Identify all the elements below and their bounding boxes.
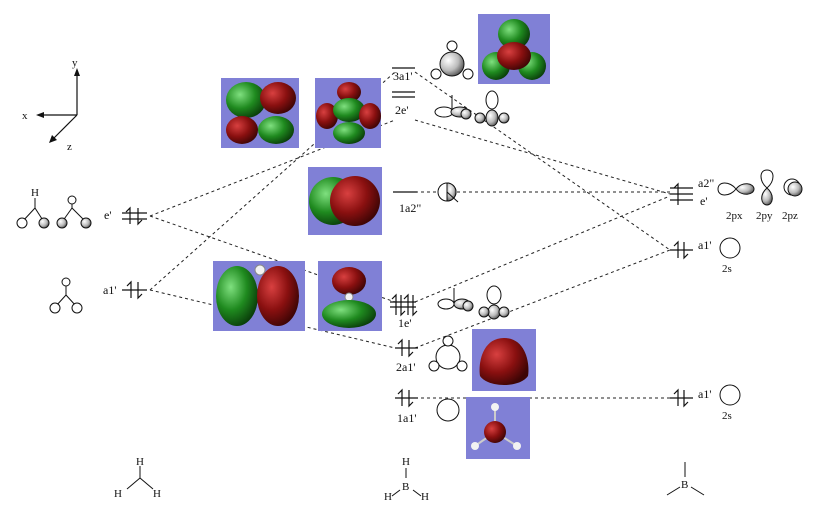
svg-text:H: H: [153, 488, 161, 500]
right-level-a2-label: a2": [698, 176, 714, 190]
orbital-render-2a1: [472, 329, 536, 391]
bh3-3a1-sketch-icon: [430, 40, 474, 80]
2s-upper-orbital-icon: [719, 237, 741, 259]
2s-lower-orbital-icon: [719, 384, 741, 406]
line-3a1-a1: [414, 71, 671, 251]
left-level-e-label: e': [104, 208, 112, 222]
orbital-render-1e-a: [213, 261, 305, 331]
bh3-2e-sketch-icon: [434, 90, 510, 127]
center-level-2e-label: 2e': [395, 103, 409, 117]
right-fragment: a2" e' a1' a1' 2px 2py 2pz 2s: [670, 169, 803, 422]
line-e-2e: [149, 119, 396, 217]
center-level-2a1-label: 2a1': [396, 360, 416, 374]
orbital-render-2e-a: [221, 78, 299, 148]
center-orbital-sketches: [428, 40, 510, 422]
svg-text:H: H: [136, 456, 144, 468]
h3-molecule: H H H: [114, 456, 161, 500]
orbital-render-2e-b: [315, 78, 381, 148]
line-a1-3a1: [149, 71, 396, 291]
2px-orbital-icon: [717, 182, 755, 196]
orbital-render-3a1: [478, 14, 550, 84]
left-fragment: e' a1' H: [16, 187, 147, 314]
svg-text:H: H: [384, 491, 392, 503]
bh3-2a1-sketch-icon: [428, 335, 468, 372]
svg-text:H: H: [114, 488, 122, 500]
right-level-e-label: e': [700, 194, 708, 208]
center-level-3a1-label: 3a1': [393, 69, 413, 83]
svg-text:B: B: [681, 479, 688, 491]
label-2py: 2py: [756, 210, 773, 222]
center-level-1a1-label: 1a1': [397, 411, 417, 425]
axis-z-label: z: [67, 141, 72, 153]
left-level-a1-label: a1': [103, 283, 117, 297]
h3-a1-orbital-icon: [49, 277, 83, 314]
2py-orbital-icon: [760, 169, 774, 206]
bh3-1a1-sketch-icon: [436, 398, 460, 422]
axes-icon: y x z: [22, 57, 80, 153]
svg-text:H: H: [31, 187, 39, 199]
line-2a1-a1: [414, 249, 671, 349]
axis-y-label: y: [72, 57, 78, 69]
svg-text:H: H: [402, 456, 410, 468]
center-level-1e-label: 1e': [398, 316, 412, 330]
h3-e-orbital-icon: H: [16, 187, 92, 229]
label-2s-lower: 2s: [722, 410, 732, 422]
b-molecule: B: [666, 462, 705, 496]
2pz-orbital-icon: [783, 178, 803, 197]
orbital-render-1a2: [308, 167, 382, 235]
center-level-1a2-label: 1a2": [399, 201, 421, 215]
bh3-1a2-sketch-icon: [437, 182, 459, 203]
center-levels: 3a1' 2e' 1a2" 1e' 2a1' 1a1': [390, 67, 421, 425]
bh3-molecule: H B H H: [384, 456, 429, 503]
right-level-a1-upper-label: a1': [698, 238, 712, 252]
bh3-1e-sketch-icon: [437, 285, 510, 320]
label-2s-upper: 2s: [722, 263, 732, 275]
svg-text:B: B: [402, 481, 409, 493]
svg-text:H: H: [421, 491, 429, 503]
label-2px: 2px: [726, 210, 743, 222]
orbital-render-1a1: [466, 397, 530, 459]
label-2pz: 2pz: [782, 210, 798, 222]
right-level-a1-lower-label: a1': [698, 387, 712, 401]
line-1e-e: [414, 195, 671, 303]
orbital-render-1e-b: [318, 261, 382, 331]
line-2e-e: [414, 119, 671, 195]
axis-x-label: x: [22, 110, 28, 122]
